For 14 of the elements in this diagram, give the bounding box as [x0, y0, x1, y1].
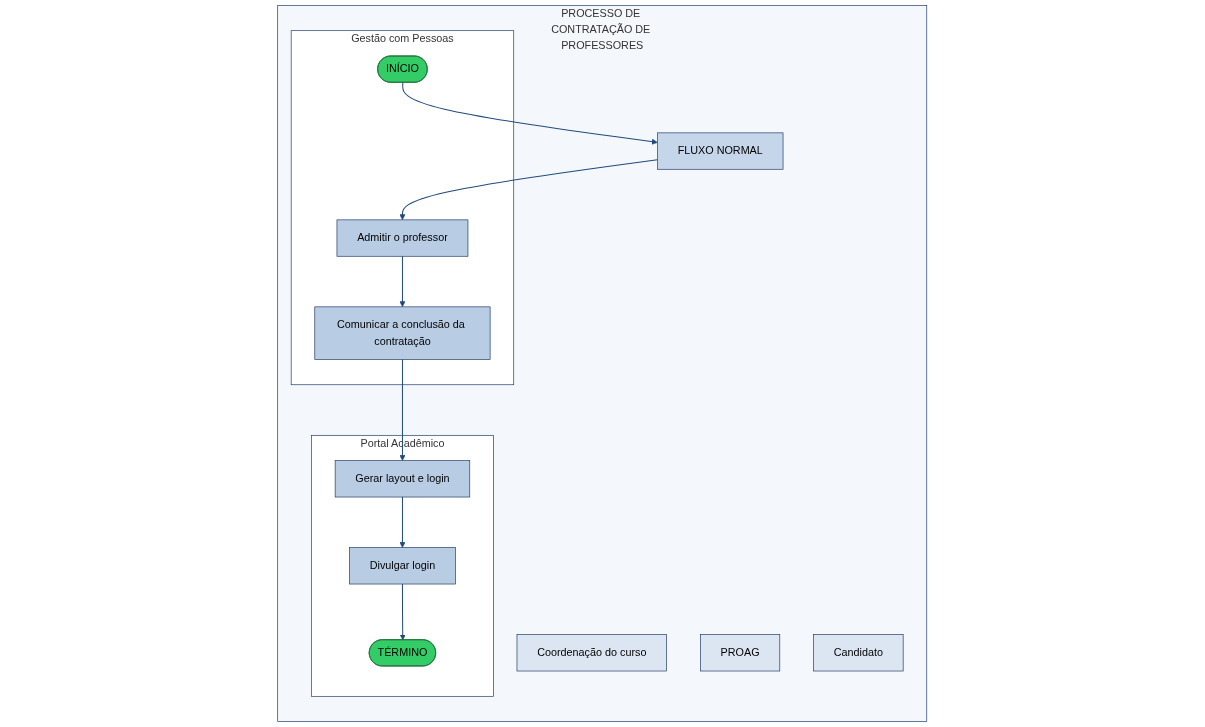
node-box: Gerar layout e login [335, 460, 471, 498]
node-box: Admitir o professor [336, 219, 469, 257]
arrow [399, 496, 406, 548]
node-box: Candidato [813, 634, 904, 672]
arrow [402, 82, 658, 145]
node-box: Coordenação do curso [516, 634, 668, 672]
arrow [399, 159, 659, 221]
arrow [400, 583, 406, 641]
arrow [399, 255, 406, 308]
node-box: FLUXO NORMAL [657, 132, 784, 170]
node-box: Divulgar login [349, 547, 456, 585]
arrow [399, 358, 406, 461]
node-box: Comunicar a conclusão da contratação [314, 306, 491, 360]
node-box: PROAG [700, 634, 781, 672]
